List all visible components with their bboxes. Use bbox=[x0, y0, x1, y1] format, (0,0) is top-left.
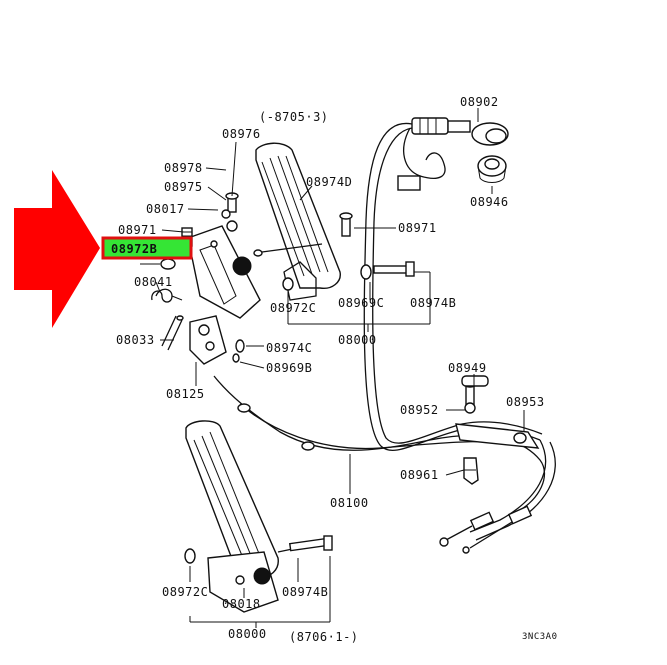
label-08902: 08902 bbox=[460, 95, 499, 109]
shaft-end bbox=[253, 249, 263, 257]
label-08971-right: 08971 bbox=[398, 221, 437, 235]
label-08969B: 08969B bbox=[266, 361, 312, 375]
bolt-08971-right bbox=[339, 212, 353, 237]
bushing-08972C-lower bbox=[184, 548, 196, 564]
accelerator-cable-upper-inner bbox=[372, 127, 543, 444]
pointer-arrow bbox=[14, 170, 100, 328]
label-08949: 08949 bbox=[448, 361, 487, 375]
bolt-08974B-lower bbox=[288, 535, 333, 552]
grommet-08946 bbox=[477, 155, 507, 183]
bolt-08974B-upper bbox=[373, 261, 415, 277]
label-08041: 08041 bbox=[134, 275, 173, 289]
wire-loop bbox=[403, 127, 446, 179]
bracket-08125 bbox=[189, 315, 227, 365]
label-08976: 08976 bbox=[222, 127, 261, 141]
label-08974C: 08974C bbox=[266, 341, 312, 355]
bushing-08974C bbox=[235, 339, 245, 353]
label-08978: 08978 bbox=[164, 161, 203, 175]
wire-connector bbox=[397, 175, 421, 191]
cable-end-lower bbox=[439, 505, 533, 554]
accelerator-pedal-upper bbox=[255, 142, 341, 289]
cable-connector-08902 bbox=[411, 117, 509, 146]
spring-08041 bbox=[151, 288, 183, 303]
label-08972C-upper: 08972C bbox=[270, 301, 316, 315]
label-08017: 08017 bbox=[146, 202, 185, 216]
label-08974B-lower: 08974B bbox=[282, 585, 328, 599]
header-code: (-8705·3) bbox=[259, 110, 329, 124]
bushing-08969B bbox=[232, 353, 240, 363]
label-08974D: 08974D bbox=[306, 175, 352, 189]
footer-code: (8706·1-) bbox=[289, 630, 359, 644]
label-08100: 08100 bbox=[330, 496, 369, 510]
washer-08972B bbox=[160, 258, 176, 270]
cable-08100-outer bbox=[239, 403, 501, 450]
label-08972B: 08972B bbox=[111, 242, 157, 256]
cable-lower-right bbox=[469, 439, 547, 533]
figure-code: 3NC3A0 bbox=[522, 632, 558, 642]
label-08000-upper: 08000 bbox=[338, 333, 377, 347]
bushing-08969C bbox=[360, 264, 372, 280]
cable-lower-right-b bbox=[475, 441, 556, 541]
label-08952: 08952 bbox=[400, 403, 439, 417]
label-08953: 08953 bbox=[506, 395, 545, 409]
label-08033: 08033 bbox=[116, 333, 155, 347]
rod-08033 bbox=[161, 315, 184, 351]
label-08974B-upper: 08974B bbox=[410, 296, 456, 310]
cap-08949 bbox=[461, 375, 489, 387]
cable-clip bbox=[301, 441, 315, 451]
bracket-08961 bbox=[463, 457, 479, 485]
bushing-08972C bbox=[282, 277, 294, 291]
clamp-08953 bbox=[455, 423, 540, 449]
label-08018: 08018 bbox=[222, 597, 261, 611]
label-08961: 08961 bbox=[400, 468, 439, 482]
highlighted-part-08972B: 08972B bbox=[101, 236, 193, 260]
pedal-bracket-upper bbox=[187, 220, 261, 319]
label-08125: 08125 bbox=[166, 387, 205, 401]
label-08972C-lower: 08972C bbox=[162, 585, 208, 599]
label-08975: 08975 bbox=[164, 180, 203, 194]
washer-08975 bbox=[221, 209, 231, 219]
pedal-arm-upper bbox=[283, 261, 317, 301]
label-08969C: 08969C bbox=[338, 296, 384, 310]
label-08971-left: 08971 bbox=[118, 223, 157, 237]
pedal-shaft-upper bbox=[261, 243, 323, 253]
label-08946: 08946 bbox=[470, 195, 509, 209]
pedal-bracket-lower bbox=[207, 551, 279, 613]
cable-end-08100 bbox=[237, 403, 251, 413]
label-08000-lower: 08000 bbox=[228, 627, 267, 641]
leader-lines bbox=[140, 108, 525, 628]
